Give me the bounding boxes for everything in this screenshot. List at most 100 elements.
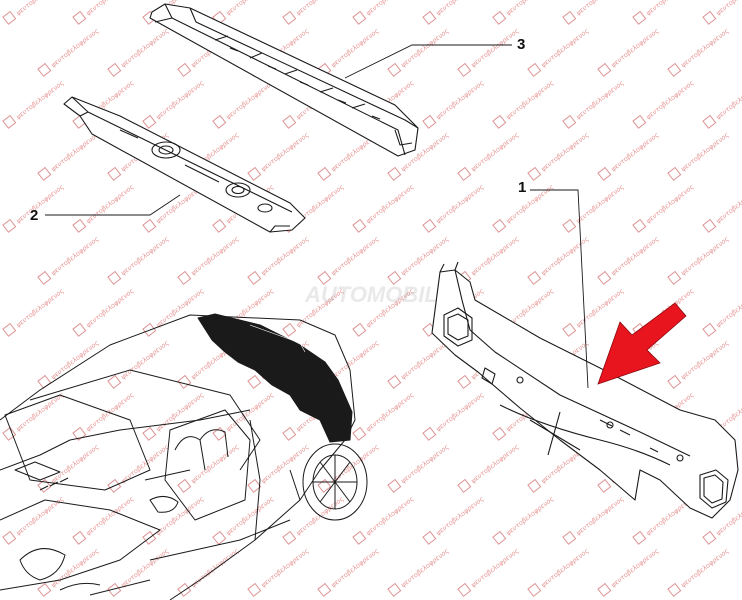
watermark-stamp: ψευτοβελοφρενος <box>702 79 742 129</box>
watermark-stamp: ψευτοβελοφρενος <box>177 443 240 493</box>
watermark-text: ψευτοβελοφρενος <box>49 235 100 277</box>
watermark-logo-icon <box>282 114 297 129</box>
watermark-logo-icon <box>352 10 367 25</box>
watermark-text: ψευτοβελοφρενος <box>644 79 695 121</box>
watermark-stamp: ψευτοβελοφρενος <box>247 235 310 285</box>
watermark-text: ψευτοβελοφρενος <box>224 391 275 433</box>
watermark-text: ψευτοβελοφρενος <box>609 131 660 173</box>
watermark-logo-icon <box>492 218 507 233</box>
watermark-stamp: ψευτοβελοφρενος <box>387 547 450 597</box>
watermark-stamp: ψευτοβελοφρενος <box>2 287 65 337</box>
watermark-logo-icon <box>702 10 717 25</box>
leader-line-3 <box>344 44 512 79</box>
watermark-text: ψευτοβελοφρενος <box>714 79 742 121</box>
watermark-text: ψευτοβελοφρενος <box>469 443 520 485</box>
watermark-stamp: ψευτοβελοφρενος <box>492 79 555 129</box>
watermark-text: ψευτοβελοφρενος <box>84 183 135 225</box>
watermark-text: ψευτοβελοφρενος <box>679 131 730 173</box>
watermark-logo-icon <box>247 582 262 597</box>
watermark-stamp: ψευτοβελοφρενος <box>212 495 275 545</box>
watermark-logo-icon <box>387 62 402 77</box>
watermark-text: ψευτοβελοφρενος <box>84 391 135 433</box>
watermark-logo-icon <box>527 270 542 285</box>
watermark-logo-icon <box>422 114 437 129</box>
watermark-text: ψευτοβελοφρενος <box>329 339 380 381</box>
watermark-text: ψευτοβελοφρενος <box>469 235 520 277</box>
watermark-stamp: ψευτοβελοφρενος <box>177 547 240 597</box>
part-3-drawing <box>149 3 419 157</box>
watermark-stamp: ψευτοβελοφρενος <box>37 235 100 285</box>
watermark-stamp: ψευτοβελοφρενος <box>632 0 695 25</box>
watermark-text: ψευτοβελοφρενος <box>364 391 415 433</box>
watermark-logo-icon <box>492 530 507 545</box>
watermark-logo-icon <box>597 270 612 285</box>
watermark-logo-icon <box>667 62 682 77</box>
watermark-text: ψευτοβελοφρενος <box>259 131 310 173</box>
watermark-logo-icon <box>37 270 52 285</box>
watermark-text: ψευτοβελοφρενος <box>399 547 450 589</box>
watermark-text: ψευτοβελοφρενος <box>679 235 730 277</box>
watermark-logo-icon <box>387 166 402 181</box>
watermark-logo-icon <box>37 62 52 77</box>
watermark-stamp: ψευτοβελοφρενος <box>422 495 485 545</box>
watermark-stamp: ψευτοβελοφρενος <box>247 547 310 597</box>
watermark-logo-icon <box>667 582 682 597</box>
watermark-text: ψευτοβελοφρενος <box>679 27 730 69</box>
watermark-stamp: ψευτοβελοφρενος <box>422 183 485 233</box>
watermark-logo-icon <box>177 478 192 493</box>
watermark-stamp: ψευτοβελοφρενος <box>492 495 555 545</box>
watermark-text: ψευτοβελοφρενος <box>399 235 450 277</box>
watermark-stamp: ψευτοβελοφρενος <box>632 183 695 233</box>
watermark-text: ψευτοβελοφρενος <box>329 235 380 277</box>
watermark-logo-icon <box>667 270 682 285</box>
watermark-stamp: ψευτοβελοφρενος <box>562 183 625 233</box>
watermark-logo-icon <box>632 114 647 129</box>
watermark-stamp: ψευτοβελοφρενος <box>667 547 730 597</box>
watermark-stamp: ψευτοβελοφρενος <box>667 131 730 181</box>
watermark-stamp: ψευτοβελοφρενος <box>247 131 310 181</box>
watermark-text: ψευτοβελοφρενος <box>679 547 730 589</box>
watermark-text: ψευτοβελοφρενος <box>504 79 555 121</box>
watermark-stamp: ψευτοβελοφρενος <box>702 183 742 233</box>
watermark-stamp: ψευτοβελοφρενος <box>492 0 555 25</box>
watermark-stamp: ψευτοβελοφρενος <box>317 443 380 493</box>
watermark-logo-icon <box>597 62 612 77</box>
watermark-text: ψευτοβελοφρενος <box>14 183 65 225</box>
watermark-logo-icon <box>72 218 87 233</box>
watermark-logo-icon <box>632 10 647 25</box>
watermark-logo-icon <box>457 582 472 597</box>
watermark-stamp: ψευτοβελοφρενος <box>107 339 170 389</box>
watermark-text: ψευτοβελοφρενος <box>329 547 380 589</box>
watermark-stamp: ψευτοβελοφρενος <box>107 547 170 597</box>
watermark-logo-icon <box>632 218 647 233</box>
watermark-logo-icon <box>457 478 472 493</box>
watermark-logo-icon <box>37 582 52 597</box>
watermark-text: ψευτοβελοφρενος <box>504 0 555 17</box>
watermark-logo-icon <box>212 218 227 233</box>
watermark-logo-icon <box>142 218 157 233</box>
watermark-stamp: ψευτοβελοφρενος <box>37 131 100 181</box>
watermark-stamp: ψευτοβελοφρενος <box>317 235 380 285</box>
watermark-stamp: ψευτοβελοφρενος <box>2 0 65 25</box>
watermark-text: ψευτοβελοφρενος <box>154 287 205 329</box>
watermark-text: ψευτοβελοφρενος <box>364 495 415 537</box>
watermark-stamp: ψευτοβελοφρενος <box>142 79 205 129</box>
watermark-text: ψευτοβελοφρενος <box>84 287 135 329</box>
watermark-stamp: ψευτοβελοφρενος <box>597 131 660 181</box>
watermark-text: ψευτοβελοφρενος <box>189 547 240 589</box>
watermark-stamp: ψευτοβελοφρενος <box>702 0 742 25</box>
watermark-text: ψευτοβελοφρενος <box>714 183 742 225</box>
watermark-logo-icon <box>387 582 402 597</box>
watermark-text: ψευτοβελοφρενος <box>294 0 345 17</box>
watermark-logo-icon <box>597 478 612 493</box>
watermark-text: ψευτοβελοφρενος <box>399 443 450 485</box>
watermark-logo-icon <box>422 10 437 25</box>
watermark-text: ψευτοβελοφρενος <box>574 495 625 537</box>
watermark-text: ψευτοβελοφρενος <box>644 183 695 225</box>
watermark-logo-icon <box>562 218 577 233</box>
watermark-logo-icon <box>562 10 577 25</box>
watermark-stamp: ψευτοβελοφρενος <box>632 79 695 129</box>
watermark-stamp: ψευτοβελοφρενος <box>352 0 415 25</box>
watermark-logo-icon <box>457 374 472 389</box>
watermark-text: ψευτοβελοφρενος <box>84 495 135 537</box>
